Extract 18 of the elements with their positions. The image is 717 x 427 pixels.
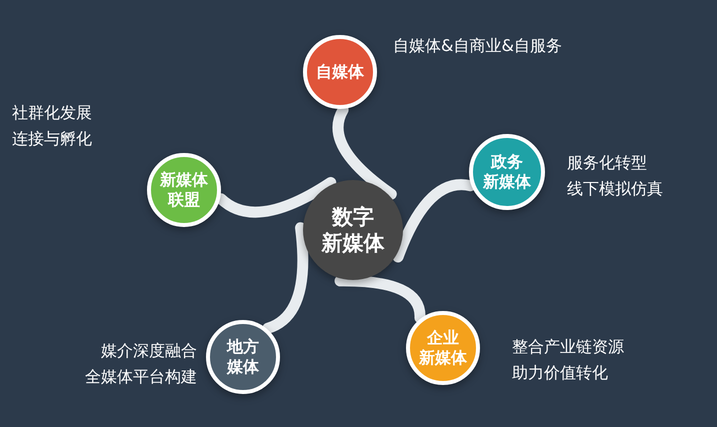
node-label: 地方媒体 [227,337,259,377]
node-label: 自媒体 [316,62,364,82]
description-text: 媒介深度融合 [100,340,197,362]
swoosh-connector [392,179,476,262]
description-text: 连接与孵化 [12,128,92,150]
description-text: 服务化转型 [567,152,648,174]
swoosh-connector [334,275,426,324]
description-text: 助力价值转化 [512,362,609,384]
description-text: 线下模拟仿真 [567,178,663,200]
node-label: 政务新媒体 [483,152,531,192]
description-text: 社群化发展 [12,102,92,124]
node-label: 数字新媒体 [322,204,384,256]
node-label: 企业新媒体 [419,328,467,368]
description-text: 全媒体平台构建 [84,366,197,388]
circle-node [303,180,403,280]
description-text: 自媒体&自商业&自服务 [393,35,562,57]
description-text: 整合产业链资源 [512,336,624,358]
node-label: 新媒体联盟 [160,170,208,210]
